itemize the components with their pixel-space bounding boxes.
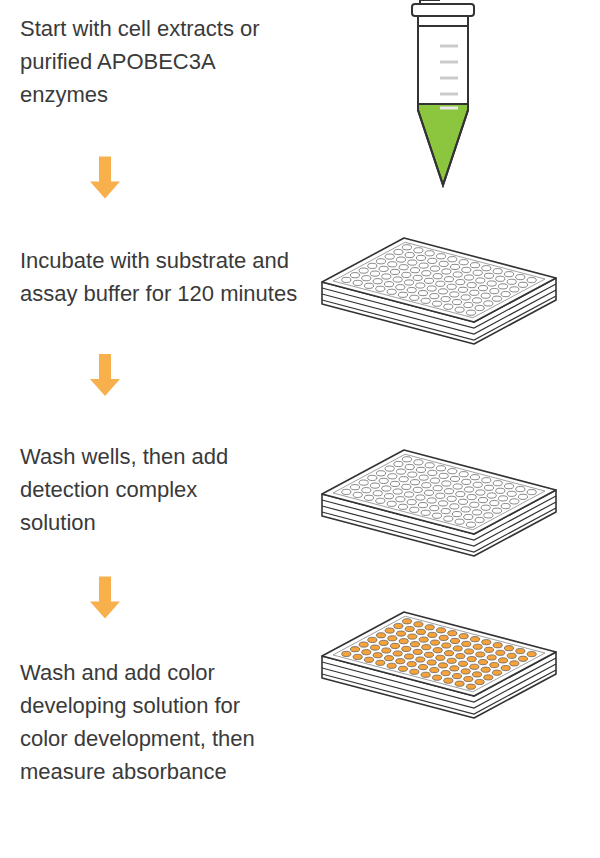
step-text: Wash wells, then add detection complex s… [20,440,235,539]
flow-arrow [90,157,120,199]
step-label: Wash wells, then add detection complex s… [20,440,235,539]
step-text: Incubate with substrate and assay buffer… [20,244,310,310]
tube-illustration [412,0,474,185]
plate-illustrations [322,238,556,718]
step-text: Wash and add color developing solution f… [20,656,290,788]
well-plate [322,612,556,718]
well-plate [322,238,556,344]
flow-arrow [90,577,120,619]
step-text: Start with cell extracts or purified APO… [20,12,295,111]
step-label: Incubate with substrate and assay buffer… [20,244,310,310]
flow-arrow [90,354,120,396]
well-plate [322,450,556,556]
step-label: Start with cell extracts or purified APO… [20,12,295,111]
step-label: Wash and add color developing solution f… [20,656,290,788]
